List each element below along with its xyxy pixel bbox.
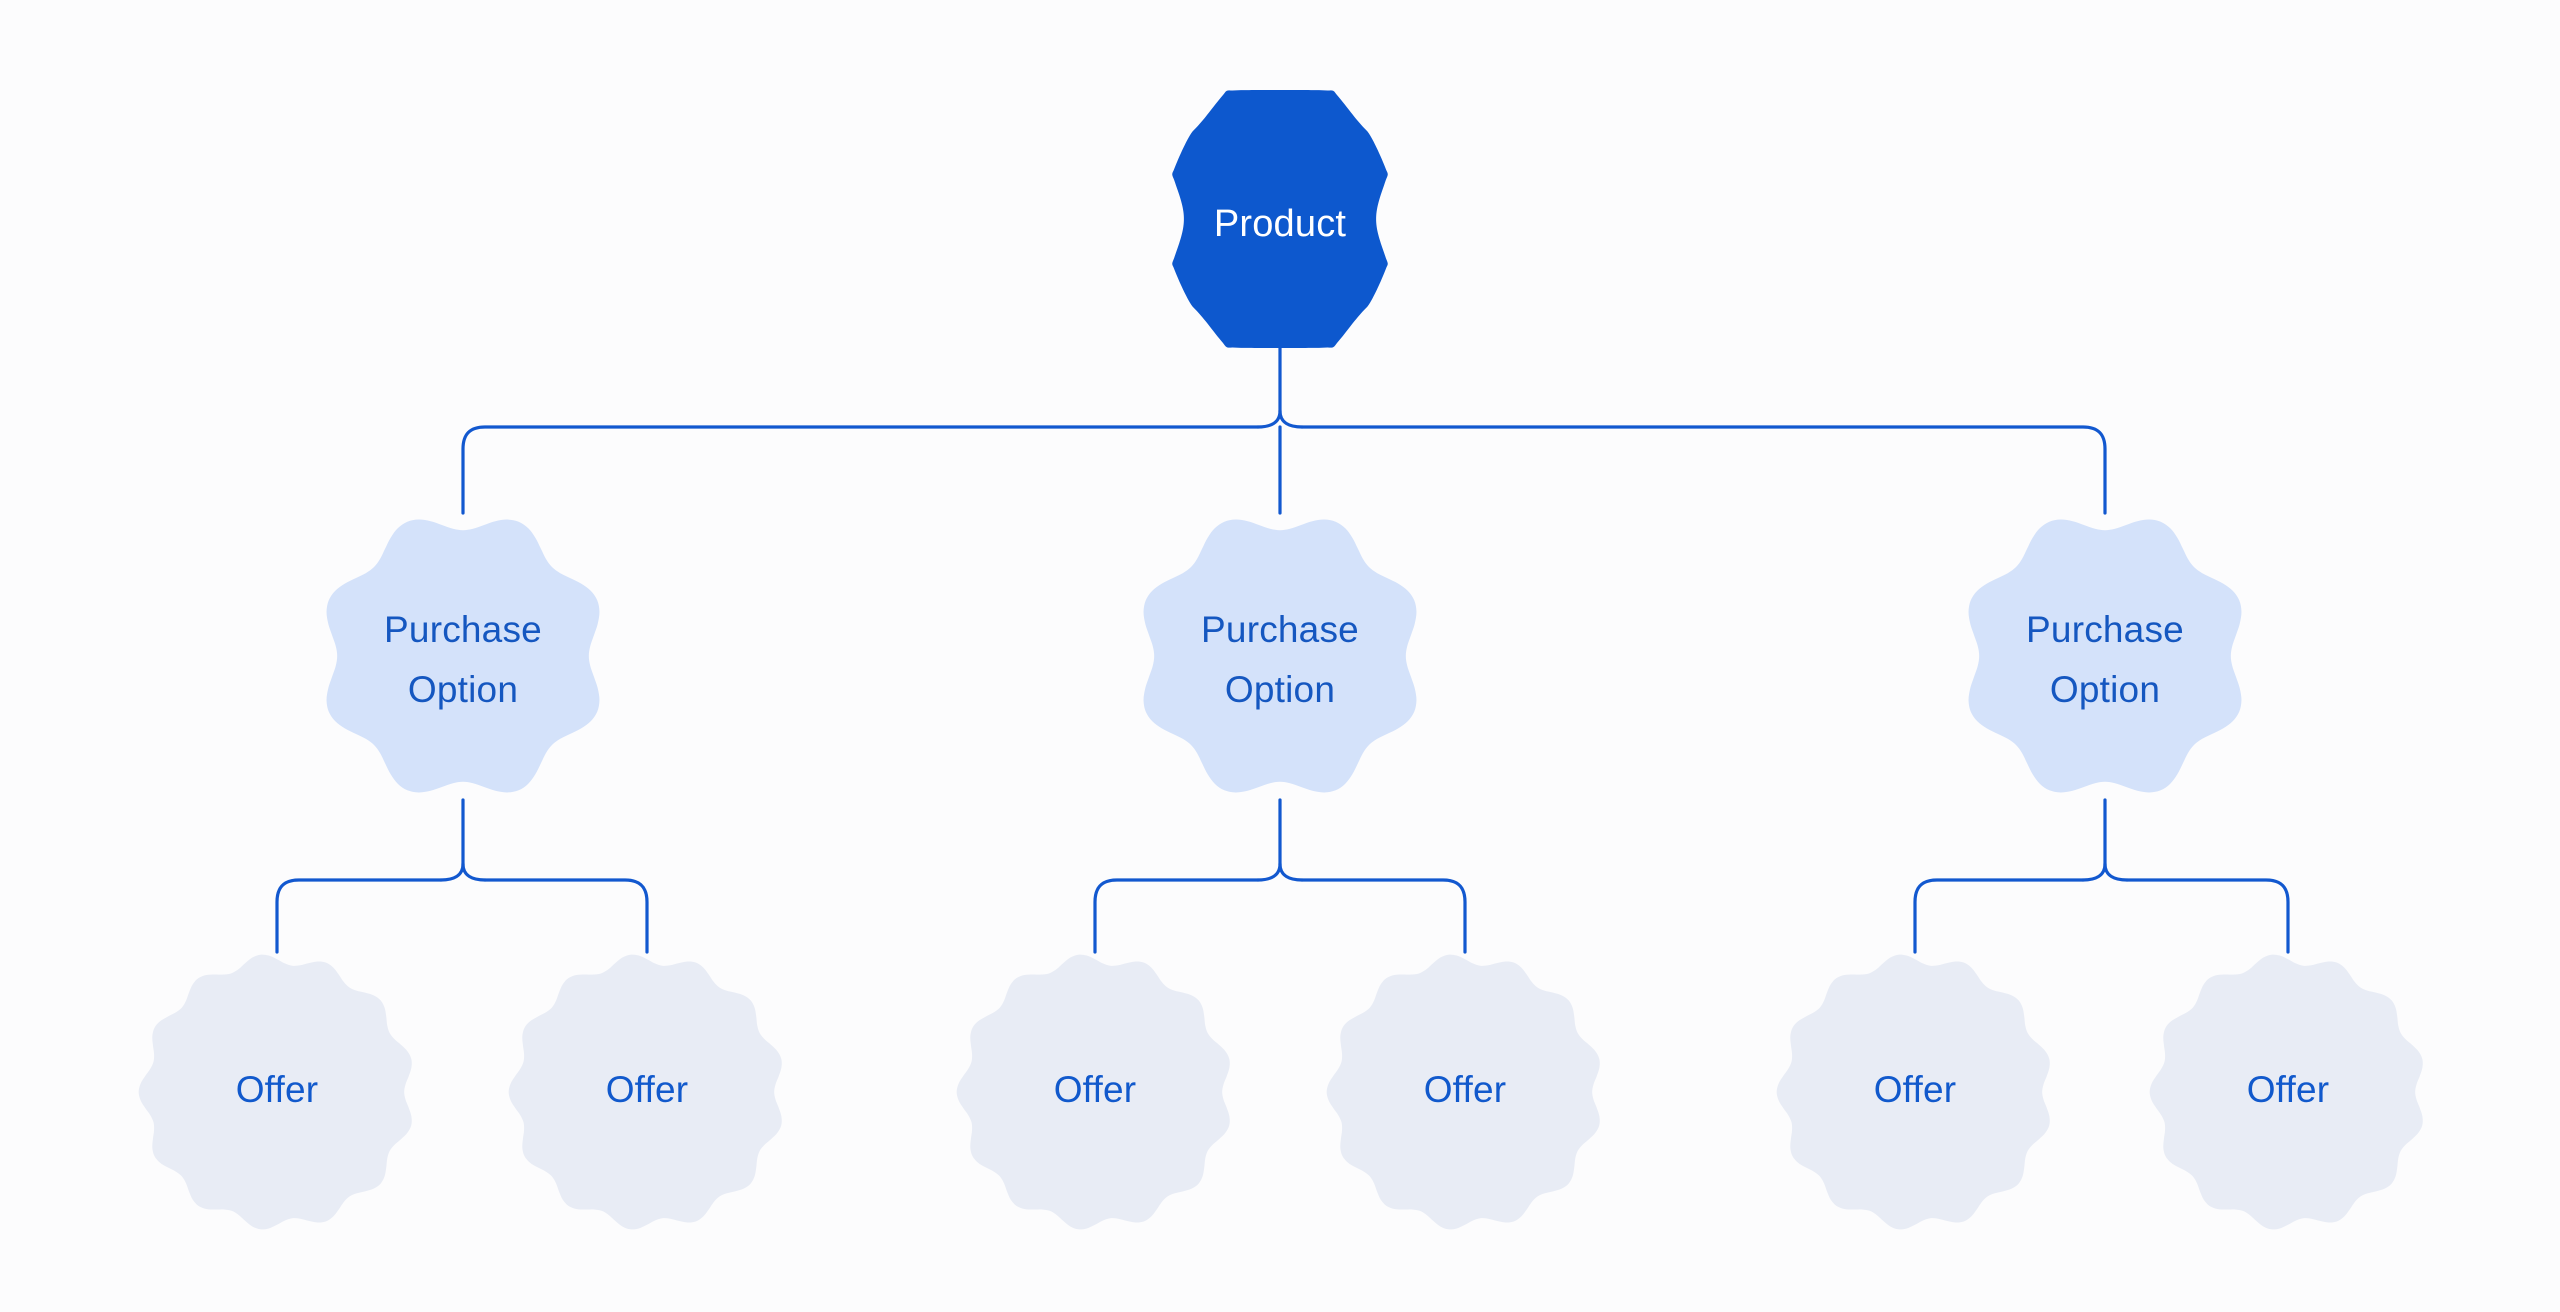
edge-purchase-option-1-tee-left [439, 862, 465, 882]
product-node[interactable]: Product [1172, 90, 1388, 348]
edge-purchase-option-1-to-offer-2 [483, 878, 649, 954]
offer-shape [2149, 954, 2423, 1230]
purchase-option-label-line2: Option [2050, 669, 2160, 710]
purchase-option-label-line2: Option [1225, 669, 1335, 710]
edge-purchase-option-3-tee-left [2081, 862, 2107, 882]
offer-node[interactable]: Offer [1326, 954, 1600, 1230]
offer-shape [1776, 954, 2050, 1230]
product-shape [1172, 90, 1388, 348]
edge-purchase-option-1-to-offer-1 [275, 878, 443, 954]
product-label: Product [1214, 203, 1347, 245]
offer-label: Offer [1874, 1069, 1957, 1110]
purchase-option-node[interactable]: Purchase Option [1968, 519, 2242, 793]
edge-bus-tee-right [1278, 409, 1304, 429]
offer-node[interactable]: Offer [956, 954, 1230, 1230]
offer-node[interactable]: Offer [1776, 954, 2050, 1230]
edge-purchase-option-1-tee-right [461, 862, 487, 882]
edge-purchase-option-2-to-offer-3 [1093, 878, 1260, 954]
offer-label: Offer [606, 1069, 689, 1110]
edge-purchase-option-3-tee-right [2103, 862, 2129, 882]
offer-shape [508, 954, 782, 1230]
offer-node-group: Offer Offer Offer Offer Offer Offer [138, 954, 2423, 1230]
offer-shape [1326, 954, 1600, 1230]
offer-node[interactable]: Offer [138, 954, 412, 1230]
purchase-option-label-line1: Purchase [2026, 609, 2184, 650]
connector-group-level1-to-level2 [461, 346, 2107, 515]
offer-label: Offer [1424, 1069, 1507, 1110]
edge-product-to-purchase-option-3 [1300, 425, 2107, 515]
purchase-option-shape [1143, 519, 1417, 793]
edge-purchase-option-3-to-offer-6 [2125, 878, 2290, 954]
purchase-option-shape [1968, 519, 2242, 793]
purchase-option-node[interactable]: Purchase Option [1143, 519, 1417, 793]
offer-node[interactable]: Offer [508, 954, 782, 1230]
edge-purchase-option-3-to-offer-5 [1913, 878, 2085, 954]
edge-purchase-option-2-tee-right [1278, 862, 1304, 882]
purchase-option-node-group: Purchase Option Purchase Option Purchase… [326, 519, 2242, 793]
offer-label: Offer [236, 1069, 319, 1110]
connector-group-purchase-option-1 [275, 798, 649, 954]
offer-node[interactable]: Offer [2149, 954, 2423, 1230]
connector-group-purchase-option-3 [1913, 798, 2290, 954]
connector-group-purchase-option-2 [1093, 798, 1467, 954]
offer-shape [138, 954, 412, 1230]
edge-product-to-purchase-option-1 [461, 425, 1260, 515]
purchase-option-label-line1: Purchase [1201, 609, 1359, 650]
edge-bus-tee-left [1256, 409, 1282, 429]
purchase-option-shape [326, 519, 600, 793]
purchase-option-node[interactable]: Purchase Option [326, 519, 600, 793]
edge-purchase-option-2-tee-left [1256, 862, 1282, 882]
offer-label: Offer [1054, 1069, 1137, 1110]
purchase-option-label-line2: Option [408, 669, 518, 710]
offer-shape [956, 954, 1230, 1230]
edge-purchase-option-2-to-offer-4 [1300, 878, 1467, 954]
offer-label: Offer [2247, 1069, 2330, 1110]
product-node-group: Product [1172, 90, 1388, 348]
purchase-option-label-line1: Purchase [384, 609, 542, 650]
